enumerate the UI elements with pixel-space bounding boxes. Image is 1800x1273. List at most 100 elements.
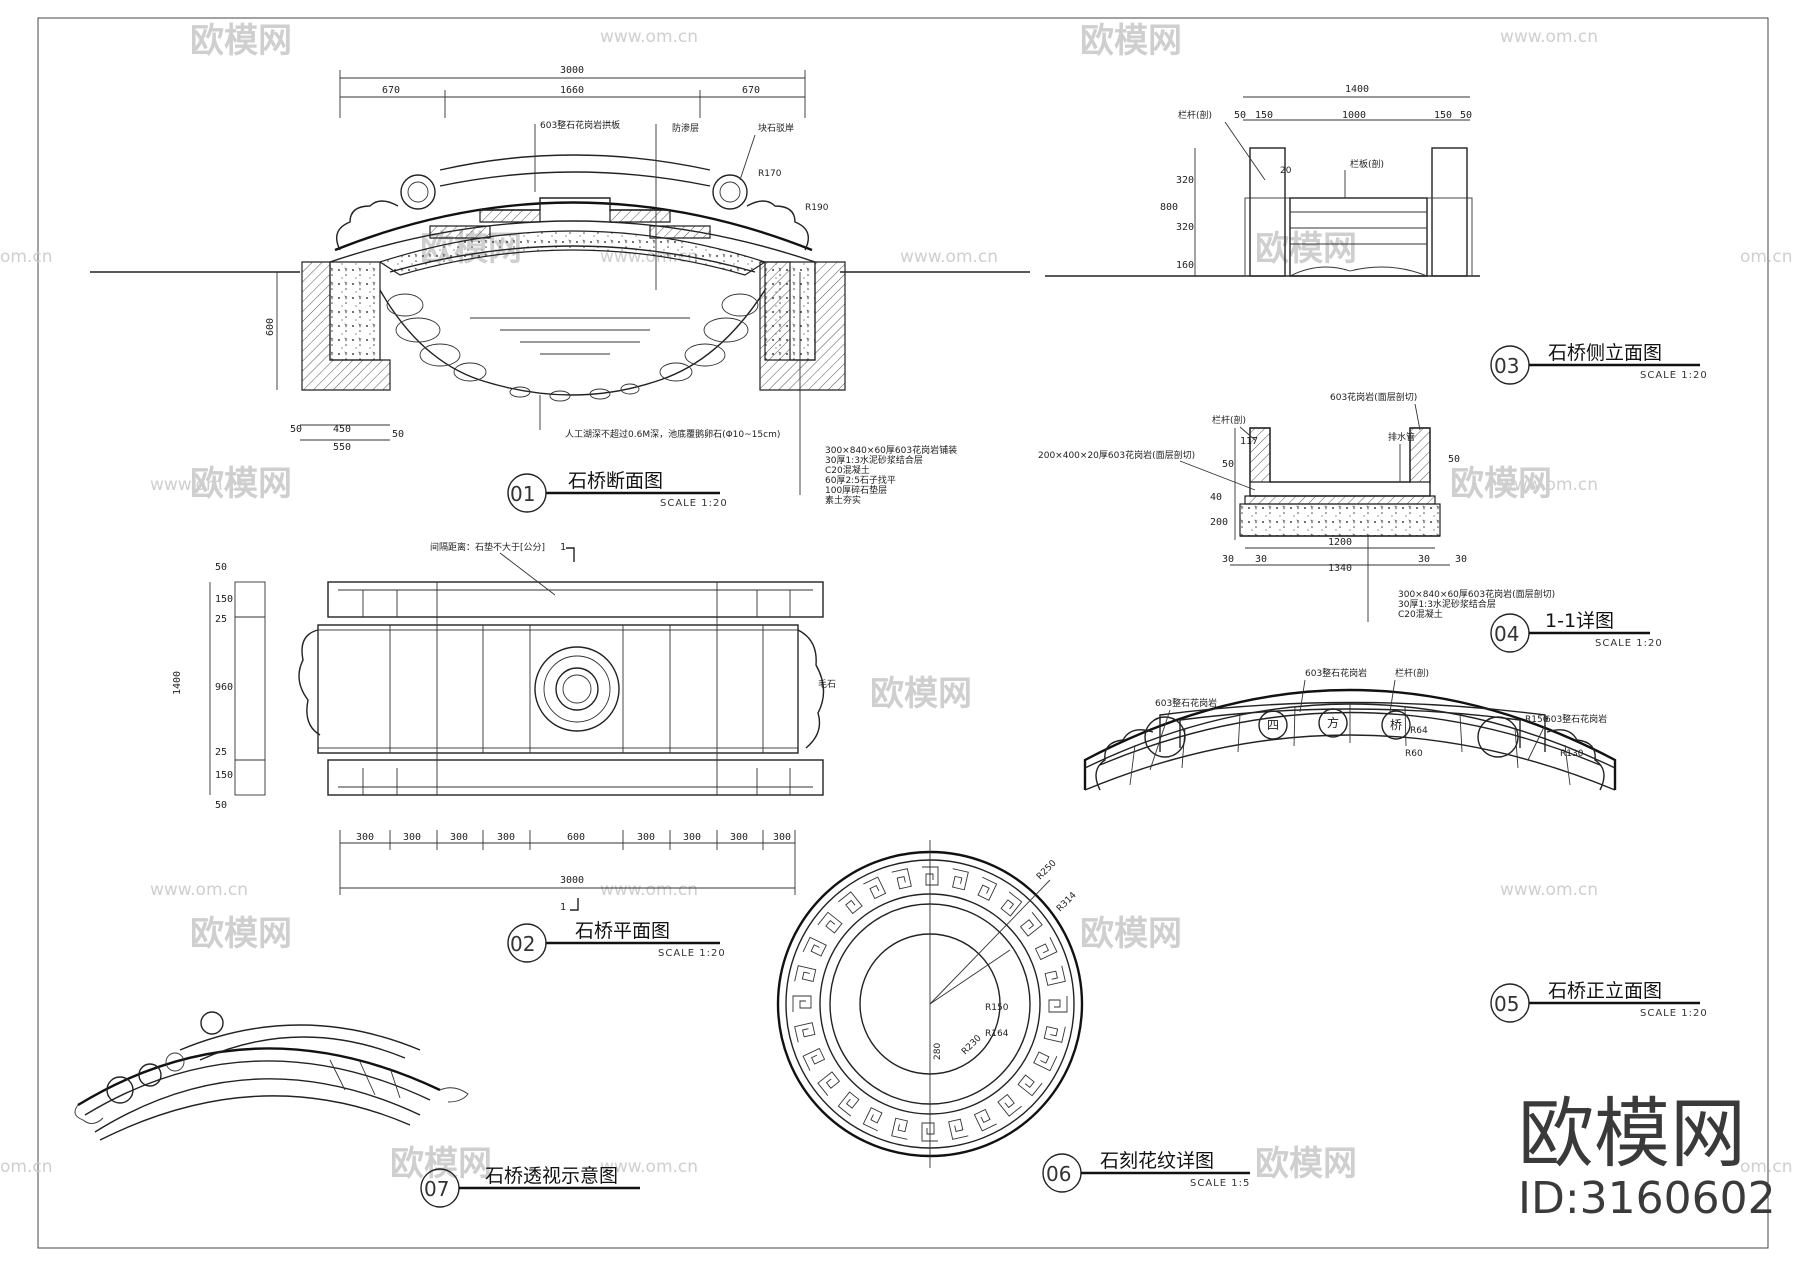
fret-unit bbox=[817, 1071, 841, 1096]
fret-unit bbox=[802, 1047, 826, 1071]
watermark-logo: 欧模网 bbox=[1255, 229, 1357, 269]
view-title: 石刻花纹详图 bbox=[1100, 1150, 1214, 1172]
elev05-label-d: 栏杆(剖) bbox=[1395, 667, 1429, 679]
fret-unit bbox=[1034, 937, 1058, 961]
view-scale: SCALE 1:20 bbox=[658, 948, 726, 959]
watermark-logo: 欧模网 bbox=[190, 914, 292, 954]
detail04-dim-117: 117 bbox=[1240, 436, 1258, 447]
title-block-06: 06 石刻花纹详图 SCALE 1:5 bbox=[1042, 1150, 1250, 1193]
view-title: 1-1详图 bbox=[1545, 610, 1614, 632]
plan02-bottom-dim: 600 bbox=[567, 832, 585, 843]
side03-label-left: 栏杆(剖) bbox=[1178, 109, 1212, 121]
fret-unit bbox=[802, 936, 827, 957]
sec01-layer: 60厚2:5石子找平 bbox=[825, 474, 896, 486]
detail04-dim-1340: 1340 bbox=[1328, 563, 1352, 574]
plan02-bottom-dim: 300 bbox=[403, 832, 421, 843]
sec01-dim-550: 550 bbox=[333, 442, 351, 453]
detail04-dim-50a: 50 bbox=[1222, 459, 1234, 470]
plan02-mark-1b: 1 bbox=[560, 902, 566, 913]
plan02-dim-total: 3000 bbox=[560, 875, 584, 886]
plan02-bottom-dim: 300 bbox=[683, 832, 701, 843]
brand-logo: 欧模网 ID:3160602 bbox=[1518, 1089, 1776, 1224]
fret-unit bbox=[891, 868, 912, 890]
detail04-label-zhuang: 排水管 bbox=[1388, 431, 1415, 443]
carve06-d280: 280 bbox=[933, 1043, 943, 1060]
logo-text: 欧模网 bbox=[1518, 1089, 1746, 1178]
carve06-r150: R150 bbox=[985, 1003, 1009, 1013]
view-scale: SCALE 1:20 bbox=[1595, 638, 1663, 649]
detail04-layer: 30厚1:3水泥砂浆结合层 bbox=[1398, 598, 1496, 610]
plan02-left-dim: 25 bbox=[215, 614, 227, 625]
fret-unit bbox=[863, 876, 887, 900]
side03-vdim: 800 bbox=[1160, 202, 1178, 213]
detail04-dim-1200: 1200 bbox=[1328, 537, 1352, 548]
carve06-r164: R164 bbox=[985, 1029, 1009, 1039]
plan02-left-dim: 150 bbox=[215, 594, 233, 605]
elev05-label-c: 603整石花岗岩 bbox=[1545, 713, 1607, 725]
watermark-url: www.om.cn bbox=[1500, 880, 1598, 900]
carve06-r314: R314 bbox=[1055, 890, 1079, 914]
watermarks: 欧模网欧模网欧模网欧模网欧模网欧模网欧模网欧模网欧模网欧模网欧模网www.om.… bbox=[0, 21, 1793, 1184]
detail04-layer: C20混凝土 bbox=[1398, 608, 1443, 620]
plan02-bottom-dim: 300 bbox=[356, 832, 374, 843]
sec01-dim-mid: 1660 bbox=[560, 85, 584, 96]
fret-unit bbox=[973, 1108, 997, 1132]
fret-unit bbox=[1019, 912, 1043, 937]
fret-unit bbox=[997, 1093, 1022, 1117]
view-number: 07 bbox=[424, 1177, 449, 1201]
view-05-elevation: 四 方 桥 603整石花岗岩 603整石花岗岩 603整石花岗岩 栏杆(剖) R… bbox=[1083, 667, 1707, 1023]
elev05-char: 桥 bbox=[1390, 718, 1402, 732]
title-block-05: 05 石桥正立面图 SCALE 1:20 bbox=[1490, 980, 1707, 1023]
fret-unit bbox=[1000, 891, 1023, 917]
fret-unit bbox=[891, 1117, 908, 1140]
fret-unit bbox=[948, 1118, 969, 1140]
view-number: 06 bbox=[1046, 1162, 1071, 1186]
watermark-url: om.cn bbox=[0, 247, 53, 267]
watermark-logo: 欧模网 bbox=[870, 674, 972, 714]
view-02-plan: 毛石 1400 50 150 25 960 25 150 50 间隔距离：石垫不… bbox=[172, 541, 836, 963]
plan02-top-note: 间隔距离：石垫不大于[公分] bbox=[430, 541, 545, 553]
watermark-url: om.cn bbox=[1740, 247, 1793, 267]
title-block-01: 01 石桥断面图 SCALE 1:20 bbox=[507, 470, 727, 513]
side03-dim: 50 bbox=[1234, 110, 1246, 121]
sec01-label-shore: 块石驳岸 bbox=[758, 122, 794, 134]
sec01-layer-list: 300×840×60厚603花岗岩铺装 30厚1:3水泥砂浆结合层 C20混凝土… bbox=[825, 444, 957, 506]
view-04-detail: 603花岗岩(面层剖切) 栏杆(剖) 200×400×20厚603花岗岩(面层剖… bbox=[1038, 391, 1663, 653]
side03-dim: 150 bbox=[1434, 110, 1452, 121]
elev05-label-r130: R130 bbox=[1560, 749, 1584, 759]
side03-vdim: 320 bbox=[1176, 175, 1194, 186]
sec01-layer: 300×840×60厚603花岗岩铺装 bbox=[825, 444, 957, 456]
view-number: 05 bbox=[1494, 992, 1519, 1016]
view-number: 02 bbox=[510, 932, 535, 956]
elev05-label-r60: R60 bbox=[1405, 749, 1423, 759]
view-title: 石桥平面图 bbox=[575, 920, 670, 942]
watermark-url: www.om.cn bbox=[1500, 475, 1598, 495]
side03-dim: 1000 bbox=[1342, 110, 1366, 121]
watermark-url: www.om.cn bbox=[600, 880, 698, 900]
sec01-label-r170: R170 bbox=[758, 169, 782, 179]
detail04-label-top: 603花岗岩(面层剖切) bbox=[1330, 391, 1417, 403]
fret-unit bbox=[817, 911, 843, 934]
fret-unit bbox=[862, 1107, 883, 1132]
elev05-label-r150: R150 bbox=[1525, 715, 1549, 725]
fret-unit bbox=[838, 891, 863, 915]
fret-unit bbox=[837, 1091, 860, 1117]
view-03-side: 1400 50 150 1000 150 50 320 320 800 160 … bbox=[1045, 84, 1707, 385]
detail04-dim-30: 30 bbox=[1455, 554, 1467, 565]
detail04-dim-200: 200 bbox=[1210, 517, 1228, 528]
plan02-bottom-dim: 300 bbox=[730, 832, 748, 843]
plan02-left-dim: 25 bbox=[215, 747, 227, 758]
plan02-mark-1a: 1 bbox=[560, 542, 566, 553]
sec01-layer: 素土夯实 bbox=[825, 494, 861, 506]
title-block-02: 02 石桥平面图 SCALE 1:20 bbox=[507, 920, 726, 963]
fret-unit bbox=[1048, 996, 1068, 1013]
sec01-layer: C20混凝土 bbox=[825, 464, 870, 476]
fret-unit bbox=[1044, 965, 1066, 986]
view-scale: SCALE 1:5 bbox=[1190, 1178, 1250, 1189]
view-number: 03 bbox=[1494, 354, 1519, 378]
watermark-url: www.om.cn bbox=[600, 27, 698, 47]
watermark-logo: 欧模网 bbox=[1450, 464, 1552, 504]
detail04-label-left: 栏杆(剖) bbox=[1212, 414, 1246, 426]
detail04-dim-30: 30 bbox=[1418, 554, 1430, 565]
watermark-url: www.om.cn bbox=[600, 1157, 698, 1177]
